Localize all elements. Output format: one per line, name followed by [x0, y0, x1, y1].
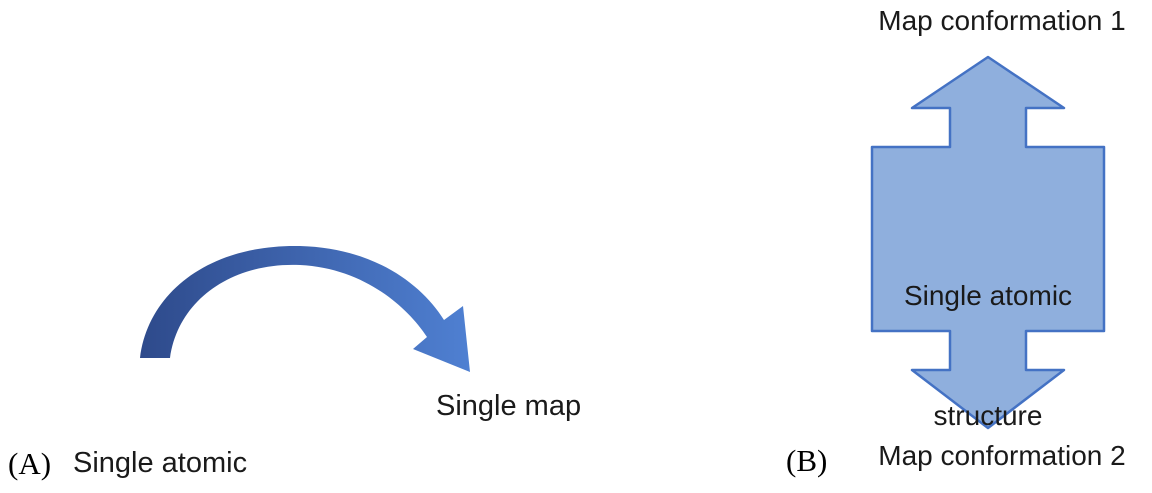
- panel-b-label: (B): [786, 443, 828, 478]
- source-structure-label: Single atomic structure: [73, 366, 247, 493]
- map-conformation-2-label: Map conformation 2: [878, 440, 1126, 471]
- single-map-label: Single map: [436, 390, 582, 422]
- atomic-structure-box-label: Single atomic structure: [872, 196, 1104, 493]
- atomic-structure-box-line1: Single atomic: [903, 280, 1073, 311]
- source-structure-line1: Single atomic: [73, 447, 248, 479]
- atomic-structure-box-line2: structure: [933, 400, 1043, 431]
- up-down-arrow-shape: [870, 55, 1106, 430]
- curved-arrow: [140, 245, 470, 372]
- map-conformation-1-label: Map conformation 1: [878, 5, 1126, 36]
- panel-a-label: (A): [8, 446, 52, 481]
